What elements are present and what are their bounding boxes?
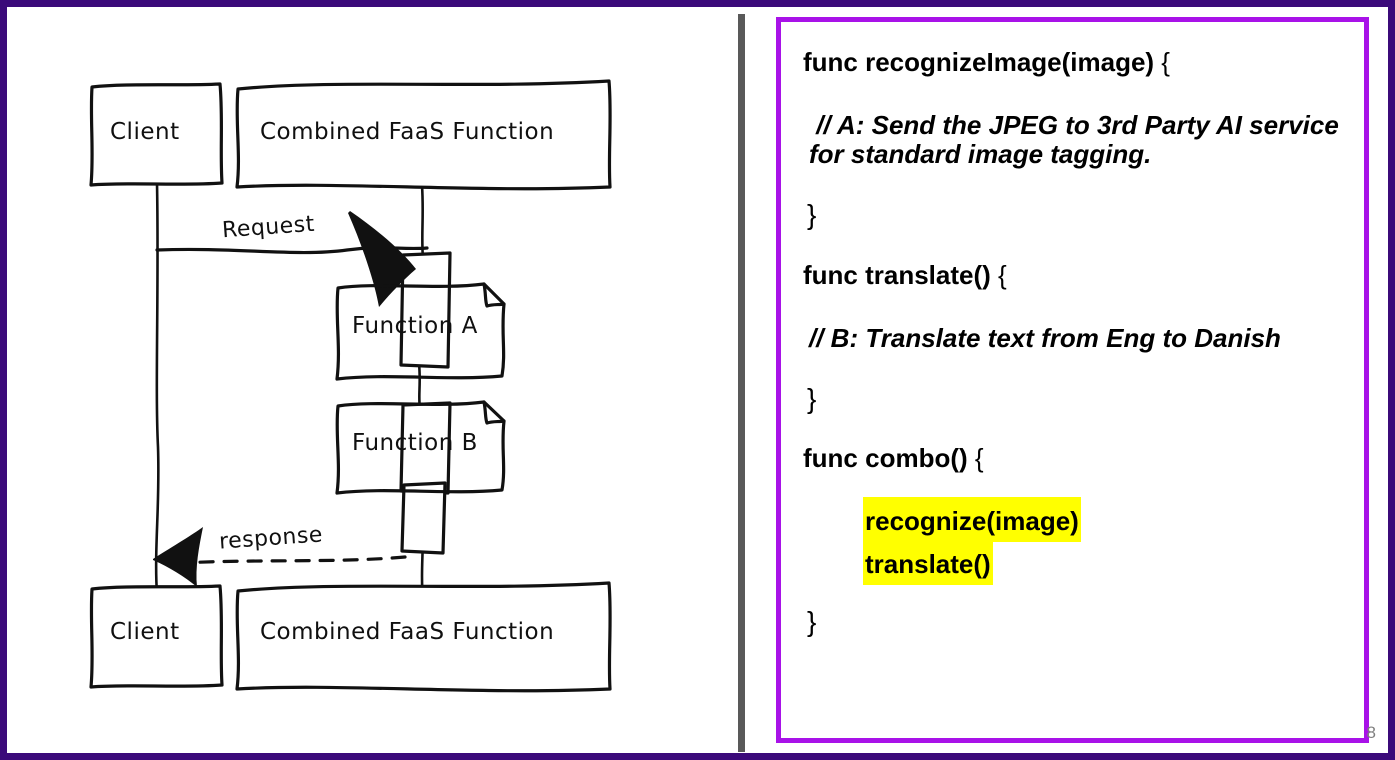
lifeline-client: [154, 181, 160, 597]
highlighted-call-translate: translate(): [863, 540, 993, 586]
code-line-func-translate: func translate() {: [803, 259, 1348, 290]
message-request-arrowhead: [348, 211, 416, 307]
sequence-diagram-canvas: .ink { fill:none; stroke:#111111; stroke…: [89, 79, 612, 693]
note-function-a: [335, 282, 506, 381]
activation-bar-a: [399, 251, 452, 369]
code-line-func-recognize-image: func recognizeImage(image) {: [803, 47, 1348, 77]
activation-bar-c: [400, 481, 447, 555]
code-brace: {: [1154, 47, 1170, 77]
code-line-comment-a: // A: Send the JPEG to 3rd Party AI serv…: [809, 110, 1347, 170]
page-number: 8: [1366, 723, 1376, 742]
code-text: func recognizeImage(image): [803, 47, 1155, 77]
message-response-line: [180, 555, 407, 565]
highlighted-call-recognize: recognize(image): [863, 497, 1081, 543]
code-panel: func recognizeImage(image) { // A: Send …: [776, 17, 1369, 743]
participant-box-client-top: [89, 82, 224, 187]
code-line-close-brace-1: }: [807, 199, 817, 231]
sequence-diagram-panel: .ink { fill:none; stroke:#111111; stroke…: [7, 7, 747, 753]
code-line-call-recognize: recognize(image): [803, 497, 1348, 543]
activation-bar-b: [399, 401, 452, 495]
code-line-close-brace-2: }: [807, 382, 817, 414]
participant-box-faas-top: [235, 79, 612, 191]
panel-divider: [738, 14, 745, 752]
participant-box-client-bottom: [89, 584, 224, 689]
code-line-call-translate: translate(): [803, 540, 1348, 586]
code-brace: {: [967, 443, 984, 474]
code-text: func translate(): [803, 259, 991, 290]
participant-box-faas-bottom: [235, 581, 612, 693]
code-line-close-brace-3: }: [807, 605, 817, 637]
code-line-comment-b: // B: Translate text from Eng to Danish: [809, 322, 1281, 353]
note-function-b: [335, 400, 506, 495]
message-response-arrowhead: [153, 527, 203, 587]
code-line-func-combo: func combo() {: [803, 444, 1348, 473]
code-brace: {: [990, 259, 1007, 290]
code-text: func combo(): [803, 443, 968, 474]
message-request-line: [155, 246, 429, 255]
